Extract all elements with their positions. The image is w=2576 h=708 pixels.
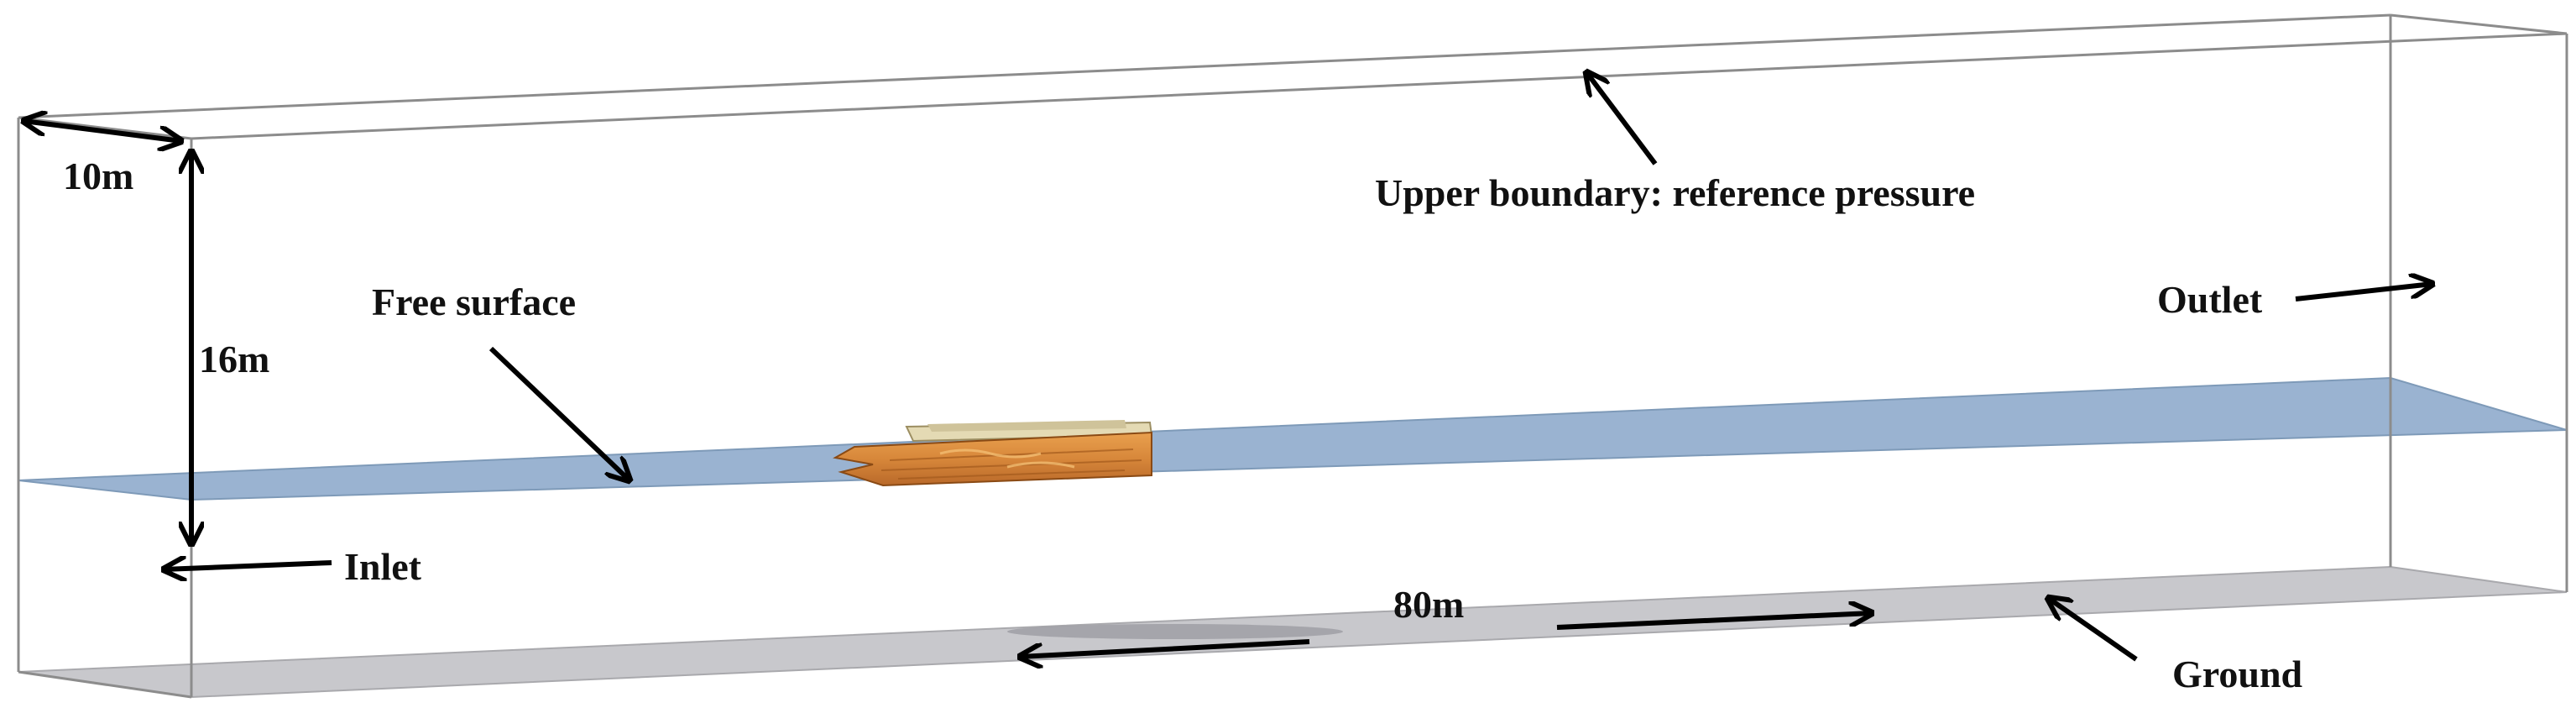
ground-label: Ground [2172,653,2303,695]
ship-hull [833,420,1153,487]
free-surface-label: Free surface [372,281,576,323]
upper-boundary-arrow [1586,72,1658,165]
upper-boundary-label: Upper boundary: reference pressure [1375,171,1975,214]
free-surface-arrow [489,346,630,480]
length-dimension-label: 80m [1393,583,1464,626]
width-dimension-arrow [24,121,181,141]
hull-shadow [1007,624,1343,639]
outlet-label: Outlet [2157,278,2263,321]
width-dimension-label: 10m [63,155,133,197]
inlet-arrow [164,563,332,569]
height-dimension-label: 16m [199,338,269,380]
free-surface-plane [18,376,2568,501]
length-dimension-arrow-right [1556,613,1872,630]
ground-arrow [2048,598,2138,662]
inlet-label: Inlet [344,545,422,588]
outlet-arrow [2295,284,2432,302]
length-dimension-arrow-left [1020,639,1310,657]
